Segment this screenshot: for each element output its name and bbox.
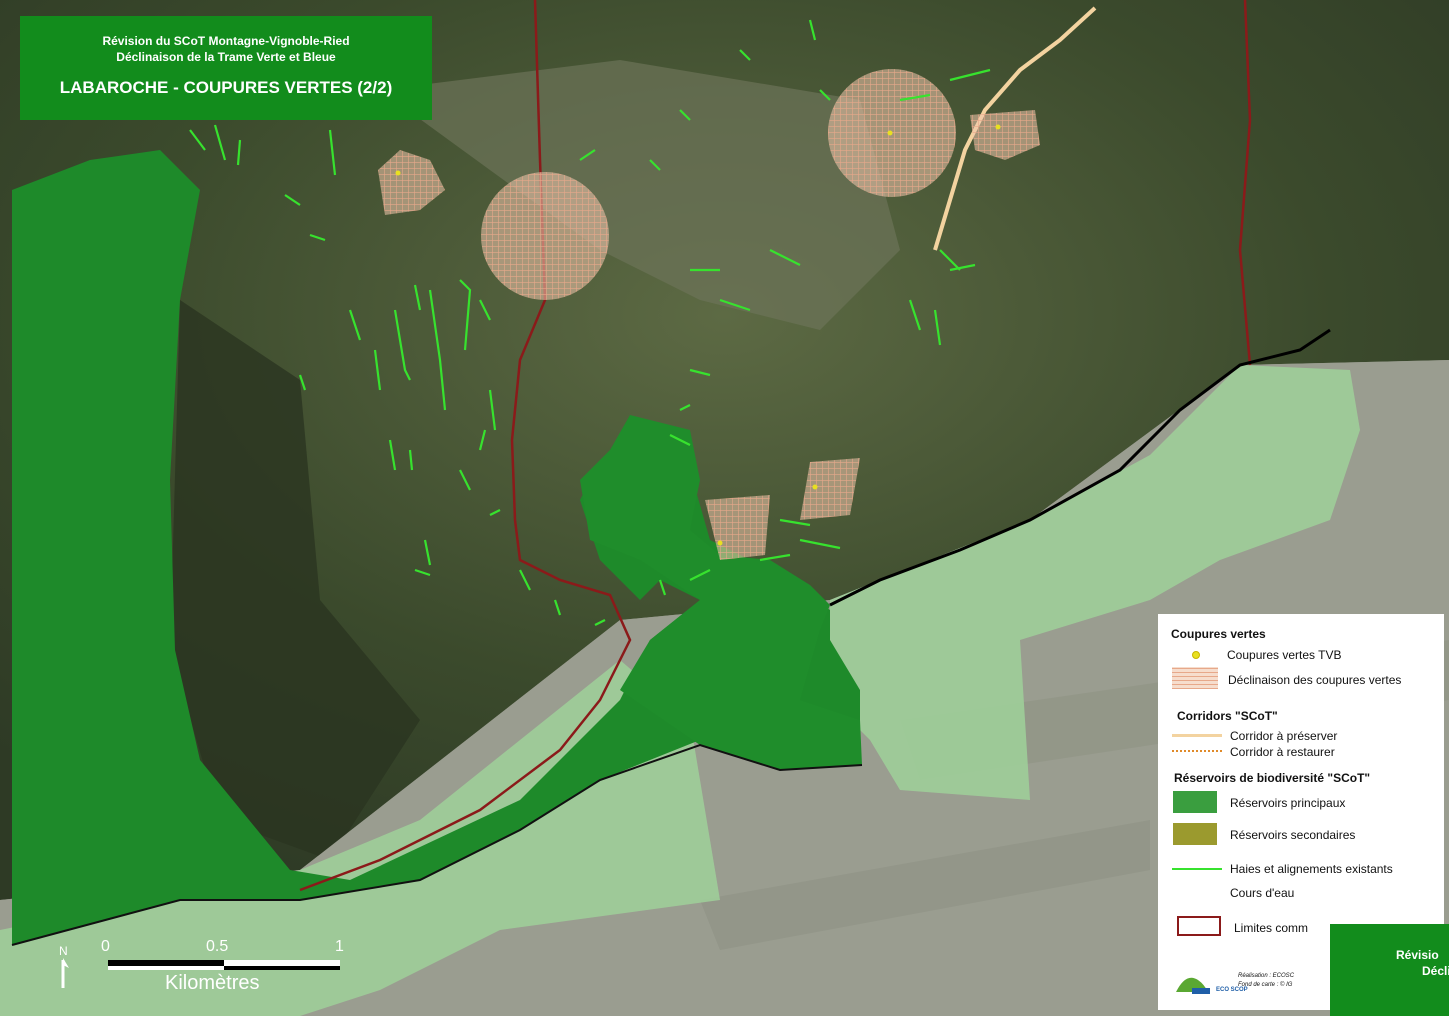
legend-section-coupures: Coupures vertes [1171, 627, 1266, 641]
declinaison-symbol [1172, 667, 1218, 689]
commune-limit [299, 0, 632, 892]
limite-symbol [1177, 916, 1221, 936]
coupure-zone-south-2 [800, 458, 860, 520]
legend-item-declinaison: Déclinaison des coupures vertes [1228, 673, 1402, 687]
legend-item-cours: Cours d'eau [1230, 886, 1295, 900]
coupure-tvb-symbol [1192, 651, 1200, 659]
corridor-restaurer-symbol [1172, 750, 1222, 752]
coupure-circle-west [481, 172, 609, 300]
commune-limit-east [1238, 0, 1252, 366]
corridor-preserver-symbol [1172, 734, 1222, 737]
legend-item-secondaires: Réservoirs secondaires [1230, 828, 1356, 842]
legend-item-haies: Haies et alignements existants [1230, 862, 1393, 876]
scale-bar [108, 960, 340, 970]
title-line-1: Révision du SCoT Montagne-Vignoble-Ried [102, 34, 350, 48]
coupure-tvb-point [395, 170, 401, 176]
scale-tick-05: 0.5 [206, 938, 229, 955]
credit-line-1: Réalisation : ECOSC [1238, 973, 1295, 979]
village-area [380, 60, 900, 330]
dark-valley [170, 300, 420, 860]
legend-item-restaurer: Corridor à restaurer [1230, 745, 1335, 759]
map-title-box: Révision du SCoT Montagne-Vignoble-Ried … [20, 16, 432, 120]
coupure-tvb-point [812, 484, 818, 490]
scale-unit: Kilomètres [165, 972, 260, 994]
north-label: N [59, 944, 68, 958]
legend-item-limites: Limites comm [1234, 921, 1309, 935]
credit-line-2: Fond de carte : © IG [1238, 982, 1293, 988]
reservoir-boundary-west [11, 743, 863, 946]
reservoir-light-zone [0, 365, 1360, 1016]
title-line-3: LABAROCHE - COUPURES VERTES (2/2) [59, 78, 393, 97]
hedge-symbol [1172, 868, 1222, 870]
inset-line-2: Décli [1422, 964, 1449, 978]
coupure-zone-ne [970, 110, 1040, 160]
scale-tick-0: 0 [101, 938, 110, 955]
coupure-tvb-point [887, 130, 893, 136]
reservoir-principal-symbol [1173, 791, 1217, 813]
logo-text: ECO SCOP [1216, 987, 1248, 993]
title-line-2: Déclinaison de la Trame Verte et Bleue [116, 50, 336, 64]
reservoir-secondaire-symbol [1173, 823, 1217, 845]
reservoir-principal-west [12, 150, 860, 945]
legend-item-tvb: Coupures vertes TVB [1227, 648, 1342, 662]
reservoir-boundary [829, 328, 1331, 607]
reservoir-principal-center [580, 415, 862, 770]
inset-line-1: Révisio [1396, 948, 1439, 962]
ecoscop-logo [1172, 966, 1212, 996]
hedges [189, 19, 991, 626]
north-arrow [61, 958, 69, 988]
coupure-tvb-point [717, 540, 723, 546]
legend-section-corridors: Corridors "SCoT" [1177, 709, 1278, 723]
coupure-zone-nw [378, 150, 445, 215]
legend-section-reservoirs: Réservoirs de biodiversité "SCoT" [1174, 771, 1371, 785]
legend-item-preserver: Corridor à préserver [1230, 729, 1338, 743]
corridor-preserver [933, 6, 1097, 251]
legend-item-principaux: Réservoirs principaux [1230, 796, 1346, 810]
plain-texture-2 [700, 820, 1150, 950]
scale-tick-1: 1 [335, 938, 344, 955]
coupure-tvb-point [995, 124, 1001, 130]
inset-title-box: Révisio Décli [1330, 924, 1449, 1016]
